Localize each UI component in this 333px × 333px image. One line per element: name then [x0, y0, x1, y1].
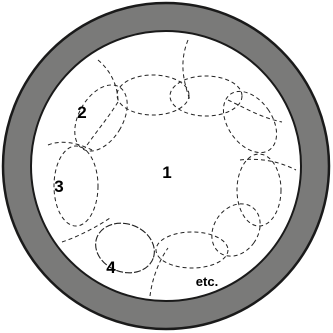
region-1-label: 1 — [162, 163, 171, 182]
region-4-label: 4 — [106, 258, 116, 277]
region-2-label: 2 — [77, 103, 86, 122]
region-3-label: 3 — [54, 177, 63, 196]
etc-label: etc. — [196, 274, 218, 289]
